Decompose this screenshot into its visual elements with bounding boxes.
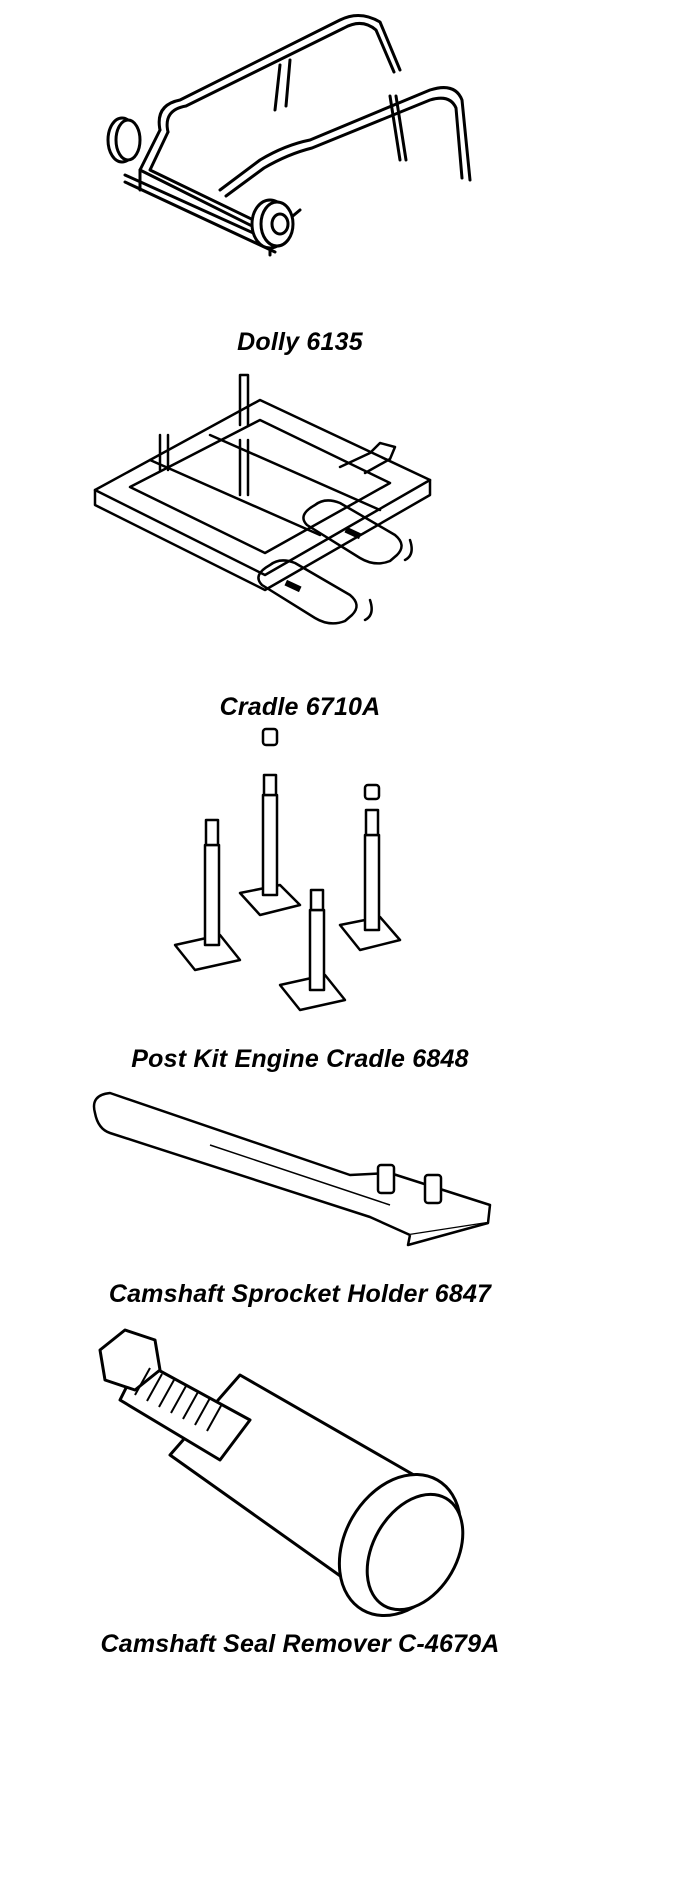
dolly-icon	[100, 10, 480, 300]
sprocket-holder-icon	[90, 1085, 500, 1250]
tool-caption-post-kit: Post Kit Engine Cradle 6848	[131, 1045, 469, 1073]
tool-caption-sprocket-holder: Camshaft Sprocket Holder 6847	[108, 1280, 492, 1308]
tool-caption-seal-remover: Camshaft Seal Remover C-4679A	[100, 1630, 500, 1658]
tool-caption-dolly: Dolly 6135	[237, 328, 363, 356]
cradle-icon	[90, 375, 490, 660]
seal-remover-icon	[100, 1320, 490, 1615]
tool-caption-cradle: Cradle 6710A	[219, 693, 381, 721]
post-kit-icon	[175, 725, 435, 1010]
